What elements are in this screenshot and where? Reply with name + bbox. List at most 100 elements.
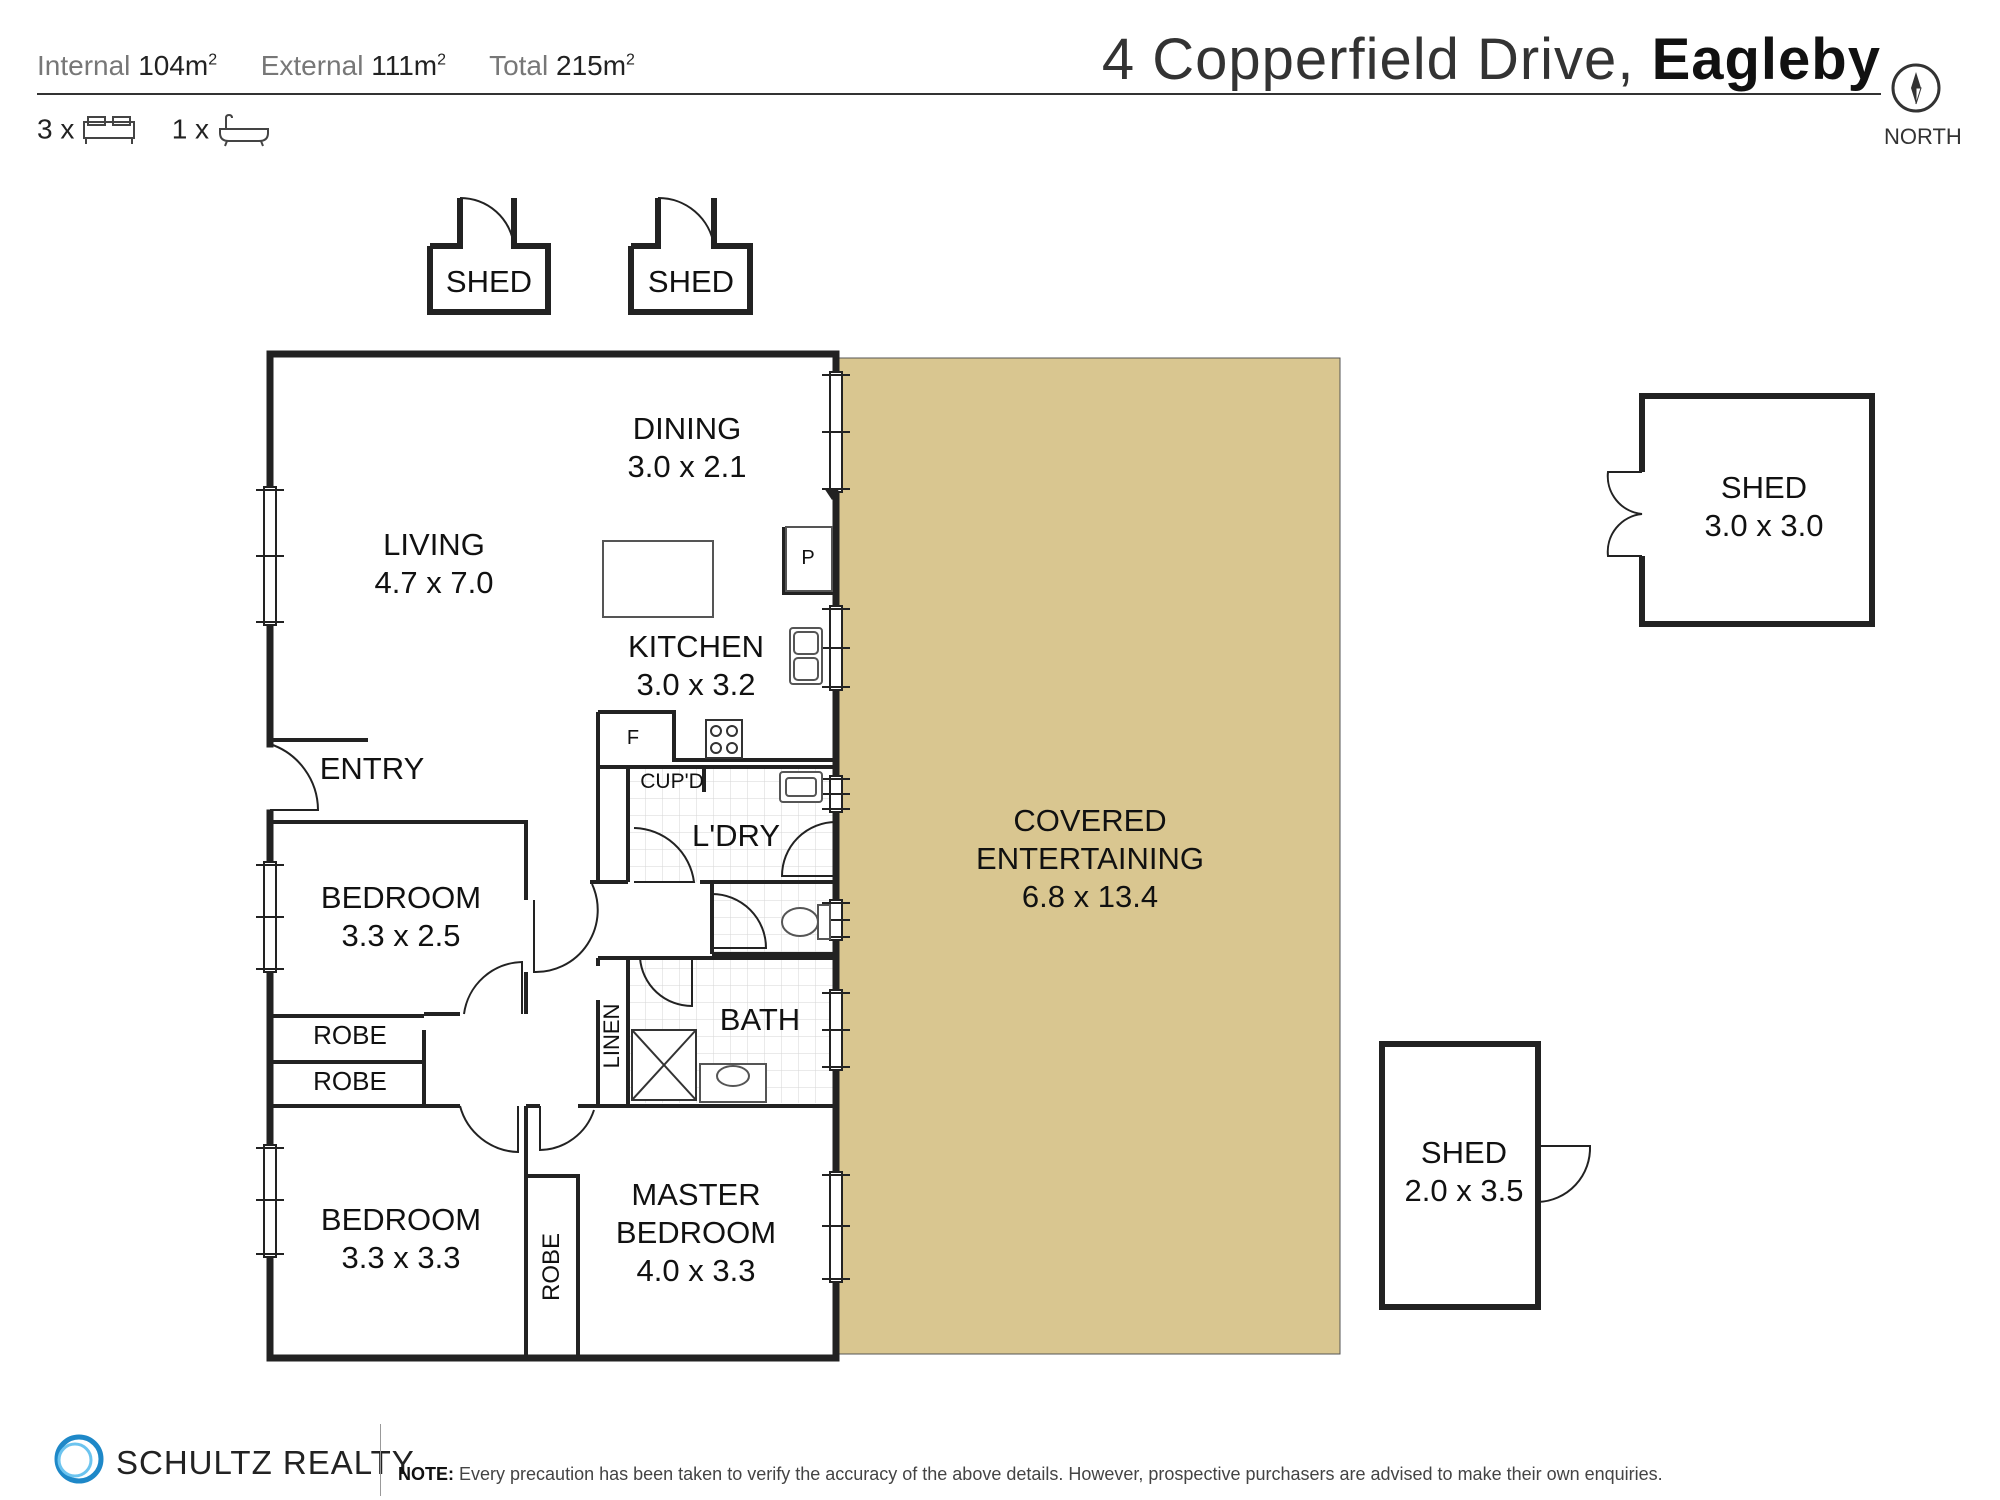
area-summary: Internal 104m2 External 111m2 Total 215m… (37, 50, 635, 82)
shed1-door (459, 196, 515, 247)
total-label: Total (489, 50, 549, 81)
shed4-size: 2.0 x 3.5 (1404, 1173, 1524, 1208)
room-robe1: ROBE (313, 1020, 387, 1050)
interior-walls (270, 527, 836, 1358)
room-master-name1: MASTER (631, 1177, 761, 1212)
room-linen: LINEN (599, 1003, 624, 1069)
shed1-label: SHED (445, 264, 533, 299)
room-kitchen: KITCHEN 3.0 x 3.2 (628, 628, 764, 704)
shed4-label: SHED 2.0 x 3.5 (1405, 1134, 1524, 1210)
cooktop-icon (705, 719, 743, 759)
outer-walls (266, 350, 840, 1362)
note-text: Every precaution has been taken to verif… (459, 1464, 1663, 1484)
room-kitchen-name: KITCHEN (627, 629, 765, 664)
bedroom3-door (459, 1105, 519, 1154)
bathtub-icon (218, 113, 269, 146)
room-dining: DINING 3.0 x 2.1 (628, 410, 747, 486)
bed-icon (83, 115, 136, 144)
bedroom2-door (533, 883, 599, 974)
room-master-size: 4.0 x 3.3 (636, 1253, 756, 1288)
bedroom2-hall-door (463, 960, 523, 1015)
disclaimer-note: NOTE: Every precaution has been taken to… (398, 1464, 1663, 1485)
address-street: 4 Copperfield Drive, (1101, 27, 1635, 92)
shed4-outline (1379, 1041, 1541, 1310)
sliding-door-arrow-icon (824, 488, 840, 500)
schultz-realty-logo-icon (54, 1434, 104, 1484)
door-swings (269, 743, 837, 1154)
room-laundry-name: L'DRY (691, 818, 781, 853)
brand-name: SCHULTZ REALTY (116, 1444, 415, 1481)
shed1-outline (427, 198, 551, 315)
pantry-mark: P (801, 547, 815, 569)
fridge-mark: F (626, 727, 640, 749)
kitchen-island (602, 540, 714, 618)
room-bath: BATH (720, 1001, 800, 1039)
room-covered-entertaining: COVERED ENTERTAINING 6.8 x 13.4 (976, 802, 1204, 916)
property-address: 4 Copperfield Drive, Eagleby (1102, 26, 1881, 93)
room-bedroom3-size: 3.3 x 3.3 (341, 1240, 461, 1275)
room-bedroom3-name: BEDROOM (320, 1202, 482, 1237)
shed3-outline (1639, 393, 1875, 627)
address-suburb: Eagleby (1651, 27, 1881, 92)
room-bedroom3: BEDROOM 3.3 x 3.3 (321, 1201, 481, 1277)
shower-icon (631, 1029, 697, 1101)
bathroom-count: 1 x (171, 113, 210, 145)
room-covered-name1: COVERED (1013, 803, 1167, 838)
room-living: LIVING 4.7 x 7.0 (375, 526, 494, 602)
room-robe2: ROBE (313, 1066, 387, 1096)
shed3-name: SHED (1720, 470, 1808, 505)
shed4-door (1537, 1145, 1592, 1203)
room-covered-name2: ENTERTAINING (976, 841, 1204, 876)
internal-value: 104m (138, 50, 209, 81)
room-master-bedroom: MASTER BEDROOM 4.0 x 3.3 (616, 1176, 776, 1290)
compass-icon (1891, 63, 1941, 113)
room-bedroom2-size: 3.3 x 2.5 (341, 918, 461, 953)
internal-label: Internal (37, 50, 131, 81)
room-master-name2: BEDROOM (615, 1215, 777, 1250)
toilet-door (711, 893, 768, 949)
internal-unit-sup: 2 (208, 51, 218, 69)
external-label: External (260, 50, 364, 81)
external-value: 111m (371, 50, 438, 81)
master-door (539, 1106, 595, 1152)
shed2-door (657, 196, 715, 247)
room-cupd: CUP'D (640, 770, 704, 793)
room-covered-size: 6.8 x 13.4 (1021, 879, 1159, 914)
laundry-tub-icon (779, 771, 823, 803)
footer-divider (380, 1424, 381, 1496)
room-bedroom2: BEDROOM 3.3 x 2.5 (321, 879, 481, 955)
room-dining-name: DINING (632, 411, 742, 446)
bath-door (639, 957, 693, 1008)
laundry-door (633, 827, 696, 883)
shed3-label: SHED 3.0 x 3.0 (1705, 469, 1824, 545)
pantry (785, 526, 833, 592)
shed2-outline (628, 198, 753, 315)
kitchen-sink-icon (789, 627, 823, 685)
entry-door (269, 743, 320, 811)
room-dining-size: 3.0 x 2.1 (627, 449, 747, 484)
shed4-name: SHED (1420, 1135, 1508, 1170)
room-living-size: 4.7 x 7.0 (374, 565, 494, 600)
room-entry-name: ENTRY (319, 751, 425, 786)
room-entry: ENTRY (320, 750, 425, 788)
room-bedroom2-name: BEDROOM (320, 880, 482, 915)
north-label: NORTH (1884, 124, 1962, 149)
covered-entertaining-area (837, 357, 1341, 1355)
shed2-label: SHED (647, 264, 735, 299)
shed3-door (1606, 471, 1643, 557)
toilet-icon (781, 904, 831, 940)
shed3-size: 3.0 x 3.0 (1704, 508, 1824, 543)
total-unit-sup: 2 (626, 51, 635, 69)
bedroom-count: 3 x (37, 113, 75, 145)
note-label: NOTE: (398, 1464, 454, 1484)
laundry-ext-door (780, 821, 837, 877)
room-counts: 3 x 1 x (37, 112, 271, 147)
room-laundry: L'DRY (692, 817, 780, 855)
room-kitchen-size: 3.0 x 3.2 (636, 667, 756, 702)
total-value: 215m (556, 50, 627, 81)
header-divider (37, 93, 1881, 95)
external-unit-sup: 2 (437, 51, 446, 69)
room-living-name: LIVING (383, 527, 485, 562)
room-bath-name: BATH (719, 1002, 801, 1037)
